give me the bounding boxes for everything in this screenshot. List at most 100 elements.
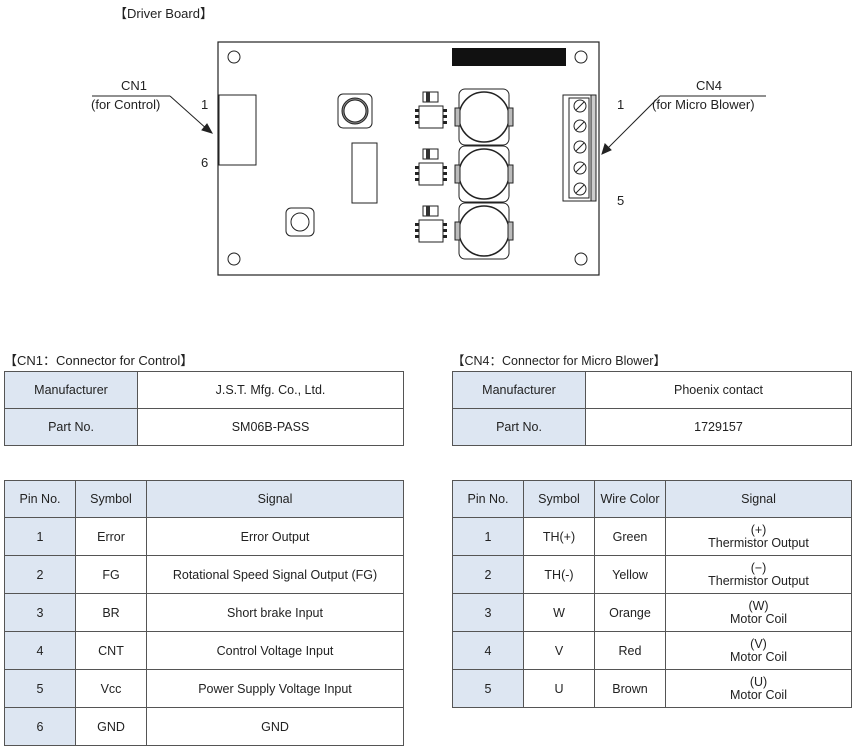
cn1-leader (92, 95, 214, 134)
component-rect (351, 142, 378, 204)
table-header-row: Pin No. Symbol Signal (4, 480, 404, 518)
column-header: Signal (665, 480, 852, 518)
column-header: Signal (146, 480, 404, 518)
cn1-section-title: 【CN1：Connector for Control】 (4, 353, 194, 368)
symbol-cell: CNT (75, 631, 147, 670)
signal-cell: (U)Motor Coil (665, 669, 852, 708)
signal-cell: Short brake Input (146, 593, 404, 632)
info-label: Part No. (452, 408, 586, 446)
cn1-connector (218, 94, 257, 166)
column-header: Symbol (75, 480, 147, 518)
signal-cell: (W)Motor Coil (665, 593, 852, 632)
ic-group (415, 91, 447, 243)
table-row: 6 GND GND (4, 707, 404, 746)
pin-cell: 6 (4, 707, 76, 746)
cn1-label: CN1 (121, 78, 148, 93)
column-header: Pin No. (452, 480, 524, 518)
cn4-pin-first: 1 (617, 97, 625, 112)
pin-cell: 2 (4, 555, 76, 594)
cn1-pin-table: Pin No. Symbol Signal 1 Error Error Outp… (4, 480, 404, 746)
column-header: Wire Color (594, 480, 666, 518)
label-bar (452, 48, 566, 66)
symbol-cell: GND (75, 707, 147, 746)
table-row: 1 Error Error Output (4, 517, 404, 556)
table-row: Part No. 1729157 (452, 408, 852, 446)
info-label: Manufacturer (4, 371, 138, 409)
cn4-pin-table: Pin No. Symbol Wire Color Signal 1 TH(+)… (452, 480, 852, 708)
mount-hole (574, 50, 588, 64)
signal-cell: (+)Thermistor Output (665, 517, 852, 556)
signal-bottom: Motor Coil (730, 611, 787, 626)
pin-cell: 5 (4, 669, 76, 708)
signal-bottom: Motor Coil (730, 687, 787, 702)
pin-cell: 2 (452, 555, 524, 594)
symbol-cell: U (523, 669, 595, 708)
signal-cell: (−)Thermistor Output (665, 555, 852, 594)
table-row: 5 U Brown (U)Motor Coil (452, 669, 852, 708)
mount-hole (574, 252, 588, 266)
symbol-cell: Vcc (75, 669, 147, 708)
pin-cell: 3 (4, 593, 76, 632)
table-row: 3 W Orange (W)Motor Coil (452, 593, 852, 632)
column-header: Pin No. (4, 480, 76, 518)
signal-top: (U) (749, 674, 768, 689)
pin-cell: 1 (452, 517, 524, 556)
symbol-cell: BR (75, 593, 147, 632)
table-row: 2 FG Rotational Speed Signal Output (FG) (4, 555, 404, 594)
table-row: 3 BR Short brake Input (4, 593, 404, 632)
cn4-leader (601, 95, 766, 155)
signal-cell: GND (146, 707, 404, 746)
cn1-sublabel: (for Control) (91, 97, 161, 112)
column-header: Symbol (523, 480, 595, 518)
pin-cell: 5 (452, 669, 524, 708)
table-row: 5 Vcc Power Supply Voltage Input (4, 669, 404, 708)
symbol-cell: TH(+) (523, 517, 595, 556)
info-value: Phoenix contact (585, 371, 852, 409)
cn4-section-title: 【CN4：Connector for Micro Blower】 (452, 354, 666, 368)
table-header-row: Pin No. Symbol Wire Color Signal (452, 480, 852, 518)
signal-cell: (V)Motor Coil (665, 631, 852, 670)
cn4-pin-last: 5 (617, 193, 625, 208)
info-value: 1729157 (585, 408, 852, 446)
signal-cell: Power Supply Voltage Input (146, 669, 404, 708)
signal-bottom: Thermistor Output (708, 573, 809, 588)
signal-cell: Error Output (146, 517, 404, 556)
symbol-cell: W (523, 593, 595, 632)
table-row: 4 V Red (V)Motor Coil (452, 631, 852, 670)
info-label: Manufacturer (452, 371, 586, 409)
cn1-pin-last: 6 (201, 155, 209, 170)
signal-top: (+) (750, 522, 767, 537)
inductor-group (454, 88, 514, 260)
signal-cell: Rotational Speed Signal Output (FG) (146, 555, 404, 594)
signal-cell: Control Voltage Input (146, 631, 404, 670)
table-row: 1 TH(+) Green (+)Thermistor Output (452, 517, 852, 556)
cn4-label: CN4 (696, 78, 723, 93)
table-row: 4 CNT Control Voltage Input (4, 631, 404, 670)
mount-hole (227, 252, 241, 266)
table-row: Manufacturer J.S.T. Mfg. Co., Ltd. (4, 371, 404, 409)
symbol-cell: Error (75, 517, 147, 556)
symbol-cell: TH(-) (523, 555, 595, 594)
wire-color-cell: Red (594, 631, 666, 670)
board-outline (217, 41, 600, 276)
cn1-pin-first: 1 (201, 97, 209, 112)
pin-cell: 1 (4, 517, 76, 556)
pin-cell: 4 (452, 631, 524, 670)
wire-color-cell: Green (594, 517, 666, 556)
signal-bottom: Motor Coil (730, 649, 787, 664)
cn4-sublabel: (for Micro Blower) (652, 97, 755, 112)
cn4-info-table: Manufacturer Phoenix contact Part No. 17… (452, 371, 852, 446)
signal-top: (W) (748, 598, 769, 613)
cn4-terminal-block (562, 94, 597, 202)
symbol-cell: V (523, 631, 595, 670)
wire-color-cell: Orange (594, 593, 666, 632)
table-row: 2 TH(-) Yellow (−)Thermistor Output (452, 555, 852, 594)
info-value: SM06B-PASS (137, 408, 404, 446)
cn1-info-table: Manufacturer J.S.T. Mfg. Co., Ltd. Part … (4, 371, 404, 446)
signal-top: (V) (750, 636, 767, 651)
signal-top: (−) (750, 560, 767, 575)
symbol-cell: FG (75, 555, 147, 594)
table-row: Part No. SM06B-PASS (4, 408, 404, 446)
diagram-title: 【Driver Board】 (114, 6, 213, 21)
driver-board-diagram (92, 41, 766, 276)
